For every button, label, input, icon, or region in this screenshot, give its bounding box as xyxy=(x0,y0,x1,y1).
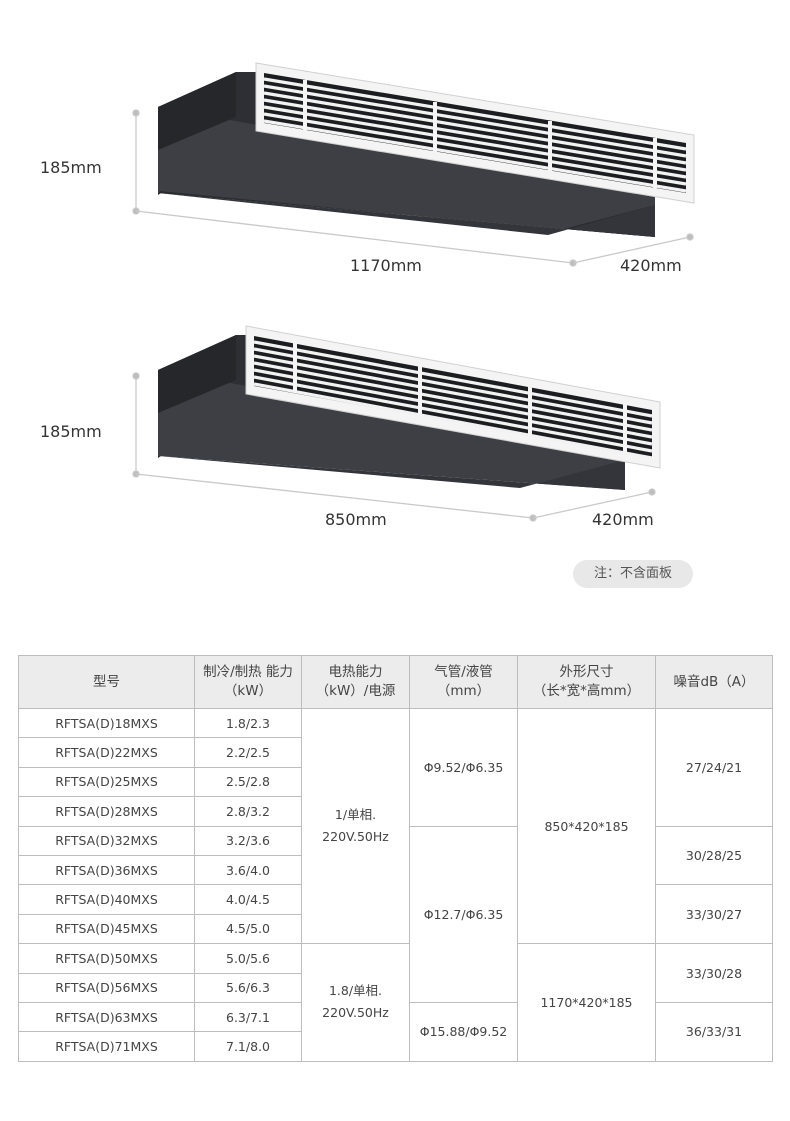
header-heater: 电热能力（kW）/电源 xyxy=(301,655,410,709)
heater-cell: 1/单相.220V.50Hz xyxy=(301,707,410,945)
dimension-lines xyxy=(132,109,694,267)
unit1-depth-label: 420mm xyxy=(620,256,682,275)
model-cell: RFTSA(D)25MXS xyxy=(18,766,195,798)
air-grille xyxy=(255,62,695,204)
header-dimensions: 外形尺寸（长*宽*高mm） xyxy=(517,655,656,709)
unit2-height-label: 185mm xyxy=(40,422,102,441)
table-row: RFTSA(D)40MXS 4.0/4.5 33/30/27 xyxy=(18,884,773,945)
unit1-length-label: 1170mm xyxy=(350,256,422,275)
dimension-lines xyxy=(132,372,656,522)
capacity-cell: 3.2/3.6 xyxy=(194,825,302,856)
capacity-cell: 5.0/5.6 xyxy=(194,943,302,974)
capacity-cell: 1.8/2.3 xyxy=(194,707,302,739)
table-row: RFTSA(D)36MXS 3.6/4.0 xyxy=(18,854,773,886)
capacity-cell: 2.8/3.2 xyxy=(194,796,302,827)
unit2-length-label: 850mm xyxy=(325,510,387,529)
noise-cell: 27/24/21 xyxy=(655,708,773,827)
header-model: 型号 xyxy=(18,655,195,709)
spec-table: 型号 制冷/制热 能力（kW） 电热能力（kW）/电源 气管/液管（mm） 外形… xyxy=(18,655,773,1062)
table-row: RFTSA(D)32MXS 3.2/3.6 Φ12.7/Φ6.35 30/28/… xyxy=(18,825,773,1003)
table-row: RFTSA(D)50MXS 5.0/5.6 1.8/单相.220V.50Hz 1… xyxy=(18,943,773,1062)
model-cell: RFTSA(D)22MXS xyxy=(18,737,195,768)
table-row: RFTSA(D)63MXS 6.3/7.1 Φ15.88/Φ9.52 36/33… xyxy=(18,1001,773,1062)
noise-cell: 30/28/25 xyxy=(655,825,773,886)
header-noise: 噪音dB（A） xyxy=(655,655,773,709)
capacity-cell: 2.5/2.8 xyxy=(194,766,302,798)
model-cell: RFTSA(D)36MXS xyxy=(18,854,195,886)
note-badge: 注：不含面板 xyxy=(573,560,693,588)
model-cell: RFTSA(D)45MXS xyxy=(18,913,195,945)
unit-body xyxy=(158,335,625,490)
model-cell: RFTSA(D)50MXS xyxy=(18,943,195,974)
capacity-cell: 4.5/5.0 xyxy=(194,913,302,945)
noise-cell: 33/30/28 xyxy=(655,943,773,1003)
dimension-cell: 850*420*185 xyxy=(517,707,656,945)
model-cell: RFTSA(D)32MXS xyxy=(18,825,195,856)
table-header-row: 型号 制冷/制热 能力（kW） 电热能力（kW）/电源 气管/液管（mm） 外形… xyxy=(18,655,773,709)
pipe-cell: Φ15.88/Φ9.52 xyxy=(409,1001,518,1062)
air-grille xyxy=(245,325,661,469)
unit-body xyxy=(158,72,655,237)
table-row: RFTSA(D)18MXS 1.8/2.3 1/单相.220V.50Hz Φ9.… xyxy=(18,707,773,945)
unit2-depth-label: 420mm xyxy=(592,510,654,529)
table-row: RFTSA(D)45MXS 4.5/5.0 xyxy=(18,913,773,945)
unit1-height-label: 185mm xyxy=(40,158,102,177)
header-pipes: 气管/液管（mm） xyxy=(409,655,518,709)
capacity-cell: 3.6/4.0 xyxy=(194,854,302,886)
capacity-cell: 4.0/4.5 xyxy=(194,884,302,915)
model-cell: RFTSA(D)40MXS xyxy=(18,884,195,915)
pipe-cell: Φ12.7/Φ6.35 xyxy=(409,825,518,1003)
header-capacity: 制冷/制热 能力（kW） xyxy=(194,655,302,709)
table-row: RFTSA(D)25MXS 2.5/2.8 xyxy=(18,766,773,798)
model-cell: RFTSA(D)71MXS xyxy=(18,1031,195,1062)
unit-850-illustration xyxy=(132,325,661,522)
capacity-cell: 7.1/8.0 xyxy=(194,1031,302,1062)
table-row: RFTSA(D)28MXS 2.8/3.2 xyxy=(18,796,773,827)
capacity-cell: 6.3/7.1 xyxy=(194,1001,302,1033)
noise-cell: 33/30/27 xyxy=(655,884,773,945)
model-cell: RFTSA(D)56MXS xyxy=(18,972,195,1003)
heater-cell: 1.8/单相.220V.50Hz xyxy=(301,943,410,1062)
pipe-cell: Φ9.52/Φ6.35 xyxy=(409,708,518,827)
table-row: RFTSA(D)71MXS 7.1/8.0 xyxy=(18,1031,773,1062)
model-cell: RFTSA(D)63MXS xyxy=(18,1001,195,1033)
table-row: RFTSA(D)56MXS 5.6/6.3 xyxy=(18,972,773,1003)
dimension-cell: 1170*420*185 xyxy=(517,943,656,1062)
capacity-cell: 5.6/6.3 xyxy=(194,972,302,1003)
capacity-cell: 2.2/2.5 xyxy=(194,737,302,768)
model-cell: RFTSA(D)18MXS xyxy=(18,707,195,739)
model-cell: RFTSA(D)28MXS xyxy=(18,796,195,827)
noise-cell: 36/33/31 xyxy=(655,1001,773,1062)
unit-1170-illustration xyxy=(132,62,695,267)
